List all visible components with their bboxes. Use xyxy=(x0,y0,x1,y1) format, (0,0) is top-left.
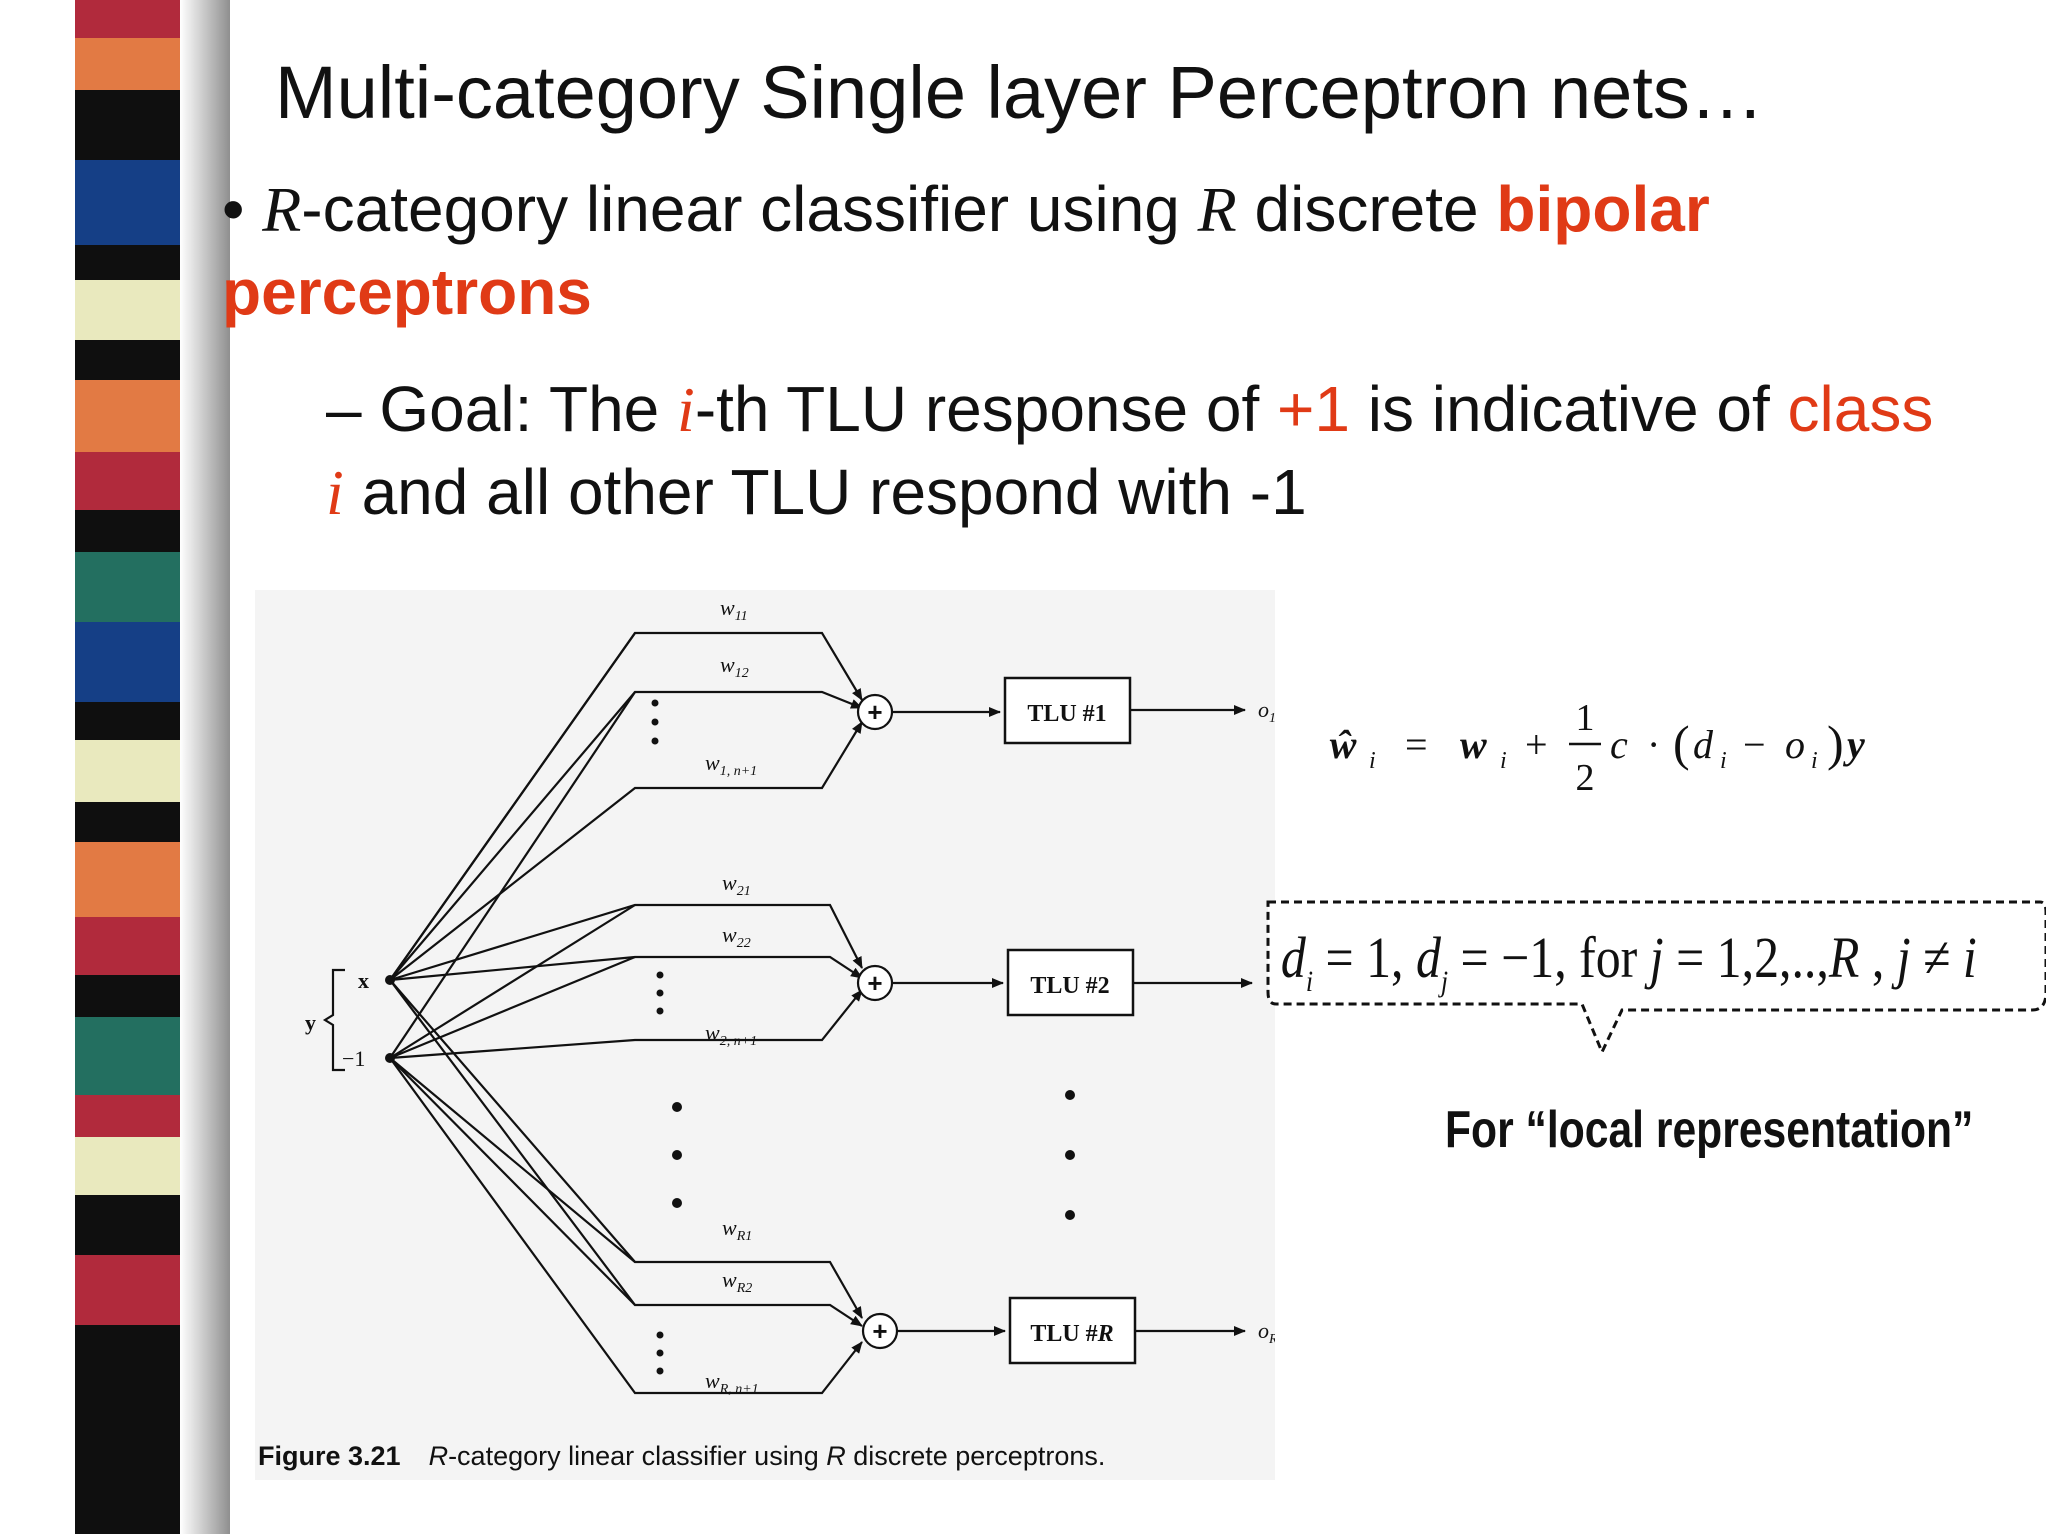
stripe-band xyxy=(75,552,180,622)
r-var: R xyxy=(1197,174,1237,245)
fraction-numerator: 1 xyxy=(1576,697,1595,739)
stripe-band xyxy=(75,702,180,740)
tlu-label: TLU #R xyxy=(1030,1321,1113,1347)
local-representation-note: For “local representation” xyxy=(1445,1101,1974,1159)
decorative-stripe xyxy=(0,0,230,1534)
dot-operator: · xyxy=(1647,722,1660,767)
bullet-point: • R-category linear classifier using R d… xyxy=(222,168,1942,333)
stripe-band xyxy=(75,740,180,802)
subscript-i: i xyxy=(1720,748,1727,774)
stripe-band xyxy=(75,510,180,552)
highlight-term: bipolar perceptrons xyxy=(222,173,1710,328)
stripe-band xyxy=(75,160,180,245)
tlu-label: TLU #2 xyxy=(1030,973,1109,999)
class-word: class xyxy=(1787,373,1934,445)
tlu-box-r: TLU #R xyxy=(1008,1296,1137,1365)
plus-one: +1 xyxy=(1277,373,1350,445)
i-var: i xyxy=(326,457,344,528)
w-hat-symbol: ŵ xyxy=(1329,722,1357,767)
stripe-band xyxy=(75,802,180,842)
stripe-band xyxy=(75,38,180,90)
y-symbol: y xyxy=(1843,722,1865,767)
tlu-label: TLU #1 xyxy=(1027,701,1106,727)
r-var: R xyxy=(262,174,302,245)
right-paren: ) xyxy=(1827,715,1844,771)
stripe-band xyxy=(75,1017,180,1095)
weight-label: w12 xyxy=(720,652,749,681)
perceptron-network-figure: + + + TLU #1 TLU #2 TLU #R o1 oR w11 w12… xyxy=(255,590,1275,1480)
tlu-box-2: TLU #2 xyxy=(1006,948,1135,1017)
callout-equation: di = 1, dj = −1, for j = 1,2,..,R , j ≠ … xyxy=(1281,926,1977,999)
sub-text: and all other TLU respond with -1 xyxy=(343,456,1307,528)
weight-label: wR2 xyxy=(722,1267,752,1296)
input-node-x xyxy=(385,975,395,985)
sum-symbol: + xyxy=(867,697,882,727)
stripe-band xyxy=(75,1325,180,1534)
weight-label: w11 xyxy=(720,595,748,624)
connection-lines xyxy=(322,631,1253,1395)
weight-label: w1, n+1 xyxy=(705,750,757,779)
stripe-band xyxy=(75,1095,180,1137)
stripe-band xyxy=(75,842,180,917)
stripe-band xyxy=(75,380,180,452)
input-label-bias: −1 xyxy=(342,1046,365,1071)
fraction-denominator: 2 xyxy=(1576,757,1595,799)
sub-text: – Goal: The xyxy=(326,373,678,445)
plus-sign: + xyxy=(1525,722,1548,767)
stripe-band xyxy=(75,0,180,38)
stripe-band xyxy=(75,1255,180,1325)
sum-node-r: + xyxy=(861,1312,899,1350)
o-symbol: o xyxy=(1785,722,1805,767)
input-label-x: x xyxy=(358,968,369,993)
sub-text: is indicative of xyxy=(1350,373,1788,445)
i-var: i xyxy=(677,374,695,445)
sum-node-2: + xyxy=(856,964,894,1002)
sub-text: -th TLU response of xyxy=(694,373,1278,445)
stripe-band xyxy=(75,917,180,975)
ellipsis-dots xyxy=(651,699,1075,1375)
minus-sign: − xyxy=(1743,722,1766,767)
weight-label: wR, n+1 xyxy=(705,1368,759,1397)
stripe-band xyxy=(75,1195,180,1255)
input-label-y: y xyxy=(305,1010,316,1035)
stripe-band xyxy=(75,1137,180,1195)
stripe-band xyxy=(75,340,180,380)
output-label-r: oR xyxy=(1258,1318,1275,1347)
stripe-band xyxy=(75,245,180,280)
weight-label: w2, n+1 xyxy=(705,1020,757,1049)
slide-title: Multi-category Single layer Perceptron n… xyxy=(275,51,1764,134)
weight-update-formula: ŵ i = w i + 1 2 c · ( d i − o i ) y xyxy=(1329,697,1865,799)
bullet-text: -category linear classifier using xyxy=(301,173,1198,245)
stripe-band xyxy=(75,975,180,1017)
desired-output-callout: di = 1, dj = −1, for j = 1,2,..,R , j ≠ … xyxy=(1266,900,2046,1056)
left-paren: ( xyxy=(1673,715,1690,771)
sum-node-1: + xyxy=(856,693,894,731)
sum-symbol: + xyxy=(867,968,882,998)
stripe-band xyxy=(75,280,180,340)
subscript-i: i xyxy=(1811,748,1818,774)
subscript-i: i xyxy=(1500,748,1507,774)
sum-symbol: + xyxy=(872,1316,887,1346)
w-symbol: w xyxy=(1460,722,1487,767)
weight-label: w21 xyxy=(722,870,751,899)
weight-label: w22 xyxy=(722,922,751,951)
bullet-text: discrete xyxy=(1236,173,1497,245)
stripe-band xyxy=(75,90,180,160)
d-symbol: d xyxy=(1693,722,1714,767)
weight-label: wR1 xyxy=(722,1215,752,1244)
subscript-i: i xyxy=(1369,748,1376,774)
stripe-band xyxy=(75,452,180,510)
output-label-1: o1 xyxy=(1258,697,1275,726)
bullet-marker: • xyxy=(222,173,245,245)
sub-point: – Goal: The i-th TLU response of +1 is i… xyxy=(326,368,1966,534)
stripe-band xyxy=(75,622,180,702)
tlu-box-1: TLU #1 xyxy=(1003,676,1132,745)
c-symbol: c xyxy=(1610,722,1628,767)
input-node-bias xyxy=(385,1053,395,1063)
equals-sign: = xyxy=(1405,722,1428,767)
callout-bubble xyxy=(1266,900,2046,1056)
